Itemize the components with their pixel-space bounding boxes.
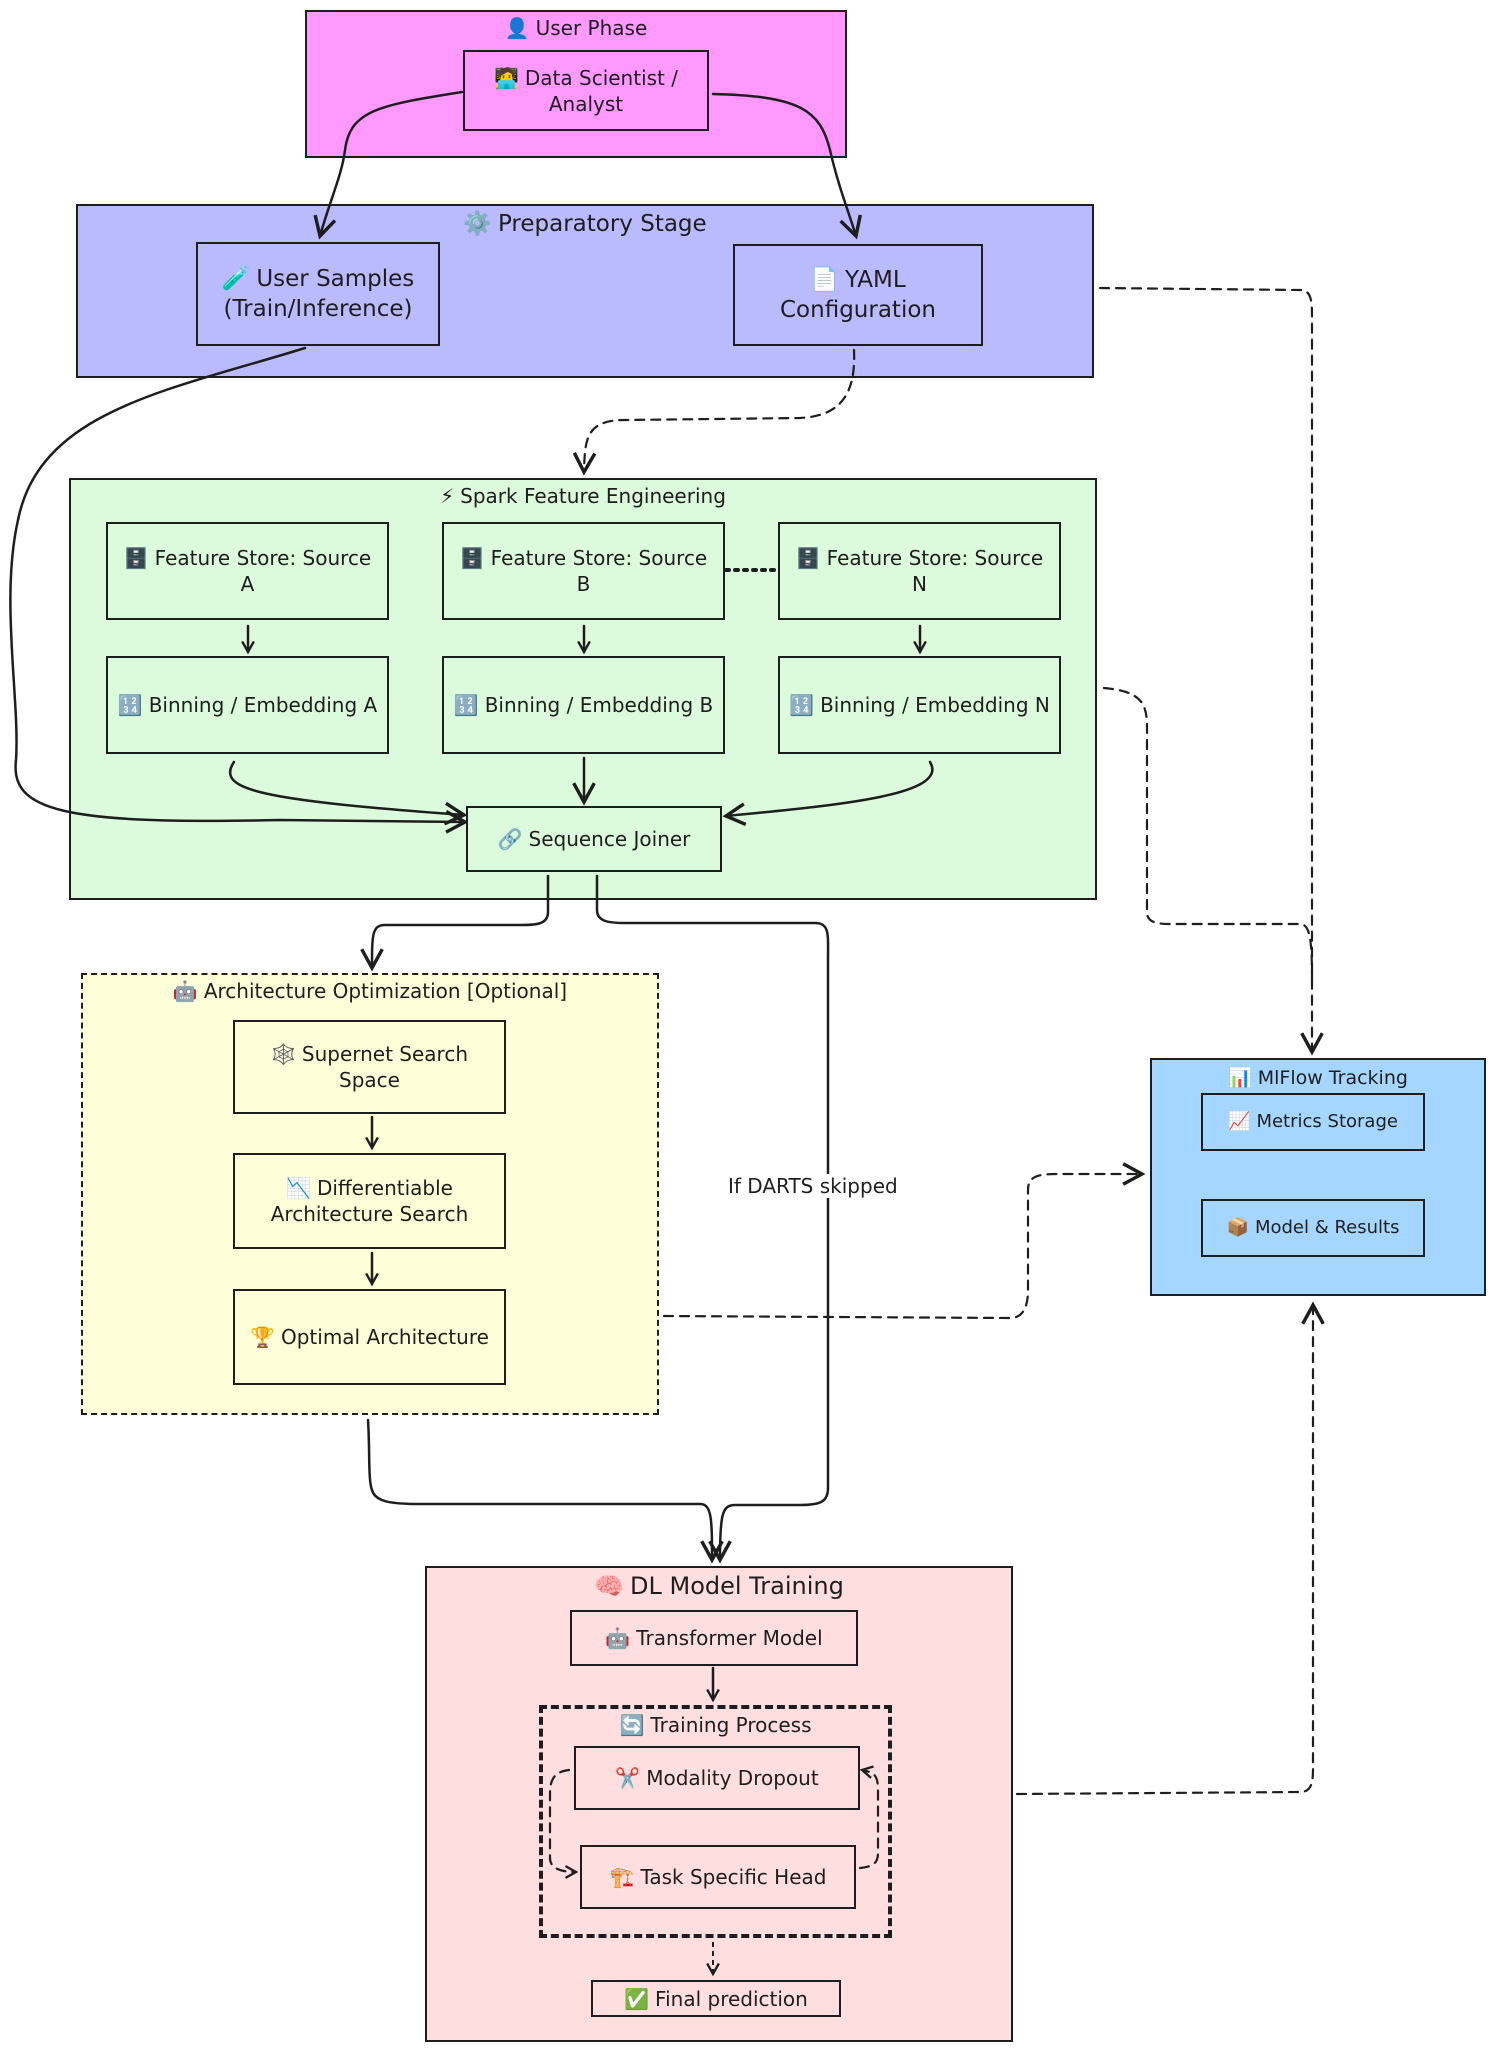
node-data-scientist[interactable]: 🧑‍💻Data Scientist / Analyst bbox=[463, 50, 709, 131]
edge-scientist-to-yaml bbox=[711, 92, 856, 236]
user-icon: 👤 bbox=[504, 16, 530, 40]
refresh-icon: 🔄 bbox=[619, 1713, 645, 1737]
chart-decreasing-icon: 📉 bbox=[286, 1176, 311, 1200]
edge-label-darts-skipped: If DARTS skipped bbox=[726, 1174, 900, 1198]
group-title-arch-opt: 🤖Architecture Optimization [Optional] bbox=[172, 979, 568, 1003]
numbers-icon: 🔢 bbox=[453, 693, 479, 717]
node-feature-store-a[interactable]: 🗄️Feature Store: Source A bbox=[106, 522, 389, 620]
numbers-icon: 🔢 bbox=[117, 693, 143, 717]
node-binning-b[interactable]: 🔢Binning / Embedding B bbox=[442, 656, 725, 754]
node-optimal-architecture[interactable]: 🏆Optimal Architecture bbox=[233, 1289, 506, 1385]
bar-chart-icon: 📊 bbox=[1228, 1067, 1252, 1089]
group-training-process: 🔄Training Process bbox=[539, 1705, 892, 1938]
node-sequence-joiner[interactable]: 🔗Sequence Joiner bbox=[466, 806, 722, 872]
node-binning-a[interactable]: 🔢Binning / Embedding A bbox=[106, 656, 389, 754]
file-cabinet-icon: 🗄️ bbox=[459, 546, 485, 570]
edge-dropout-to-taskhead bbox=[548, 1768, 576, 1872]
edge-prep-to-mlflow bbox=[1098, 286, 1312, 1052]
node-user-samples[interactable]: 🧪User Samples (Train/Inference) bbox=[196, 242, 440, 346]
file-cabinet-icon: 🗄️ bbox=[123, 546, 149, 570]
robot-icon: 🤖 bbox=[605, 1626, 631, 1650]
edge-yaml-to-spark bbox=[584, 348, 856, 472]
group-user-phase: 👤User Phase bbox=[305, 10, 847, 158]
technologist-icon: 🧑‍💻 bbox=[493, 65, 519, 90]
node-task-specific-head[interactable]: 🏗️Task Specific Head bbox=[580, 1845, 856, 1909]
edge-binn-to-joiner bbox=[726, 760, 934, 816]
chart-increasing-icon: 📈 bbox=[1228, 1111, 1251, 1132]
group-title-spark: ⚡Spark Feature Engineering bbox=[440, 484, 726, 508]
group-title-mlflow: 📊MlFlow Tracking bbox=[1228, 1067, 1408, 1089]
edge-spark-to-mlflow bbox=[1102, 686, 1314, 982]
test-tube-icon: 🧪 bbox=[221, 266, 251, 292]
node-transformer-model[interactable]: 🤖Transformer Model bbox=[570, 1610, 858, 1666]
link-icon: 🔗 bbox=[497, 827, 523, 851]
brain-icon: 🧠 bbox=[594, 1572, 624, 1600]
gear-icon: ⚙️ bbox=[463, 211, 492, 237]
edge-joiner-to-training bbox=[595, 874, 830, 1560]
group-title-user-phase: 👤User Phase bbox=[504, 16, 648, 40]
node-yaml-configuration[interactable]: 📄YAML Configuration bbox=[733, 244, 983, 346]
edge-training-to-mlflow bbox=[1015, 1305, 1313, 1796]
numbers-icon: 🔢 bbox=[789, 693, 815, 717]
node-feature-store-n[interactable]: 🗄️Feature Store: Source N bbox=[778, 522, 1061, 620]
edge-joiner-to-archopt bbox=[372, 874, 550, 968]
group-title-training-process: 🔄Training Process bbox=[619, 1713, 812, 1737]
robot-icon: 🤖 bbox=[172, 979, 198, 1003]
node-differentiable-architecture-search[interactable]: 📉Differentiable Architecture Search bbox=[233, 1153, 506, 1249]
edge-bina-to-joiner bbox=[228, 760, 464, 815]
edge-samples-to-joiner bbox=[9, 346, 465, 822]
edge-archopt-to-mlflow bbox=[662, 1174, 1142, 1320]
group-title-training: 🧠DL Model Training bbox=[594, 1572, 844, 1600]
spider-web-icon: 🕸️ bbox=[270, 1042, 296, 1066]
node-modality-dropout[interactable]: ✂️Modality Dropout bbox=[574, 1746, 860, 1810]
node-final-prediction[interactable]: ✅Final prediction bbox=[591, 1980, 841, 2017]
node-model-results[interactable]: 📦Model & Results bbox=[1201, 1199, 1425, 1257]
file-cabinet-icon: 🗄️ bbox=[795, 546, 821, 570]
edge-archopt-to-training bbox=[366, 1418, 712, 1560]
group-title-preparatory-stage: ⚙️Preparatory Stage bbox=[463, 211, 707, 237]
scissors-icon: ✂️ bbox=[615, 1766, 641, 1790]
node-binning-n[interactable]: 🔢Binning / Embedding N bbox=[778, 656, 1061, 754]
document-icon: 📄 bbox=[810, 267, 839, 293]
package-icon: 📦 bbox=[1226, 1217, 1249, 1238]
check-mark-icon: ✅ bbox=[624, 1986, 650, 2011]
lightning-icon: ⚡ bbox=[440, 484, 455, 508]
edge-taskhead-to-dropout bbox=[858, 1770, 880, 1870]
node-feature-store-b[interactable]: 🗄️Feature Store: Source B bbox=[442, 522, 725, 620]
edge-scientist-to-samples bbox=[320, 90, 464, 236]
node-metrics-storage[interactable]: 📈Metrics Storage bbox=[1201, 1093, 1425, 1151]
trophy-icon: 🏆 bbox=[250, 1325, 275, 1349]
node-supernet-search-space[interactable]: 🕸️Supernet Search Space bbox=[233, 1020, 506, 1114]
construction-icon: 🏗️ bbox=[609, 1865, 635, 1889]
